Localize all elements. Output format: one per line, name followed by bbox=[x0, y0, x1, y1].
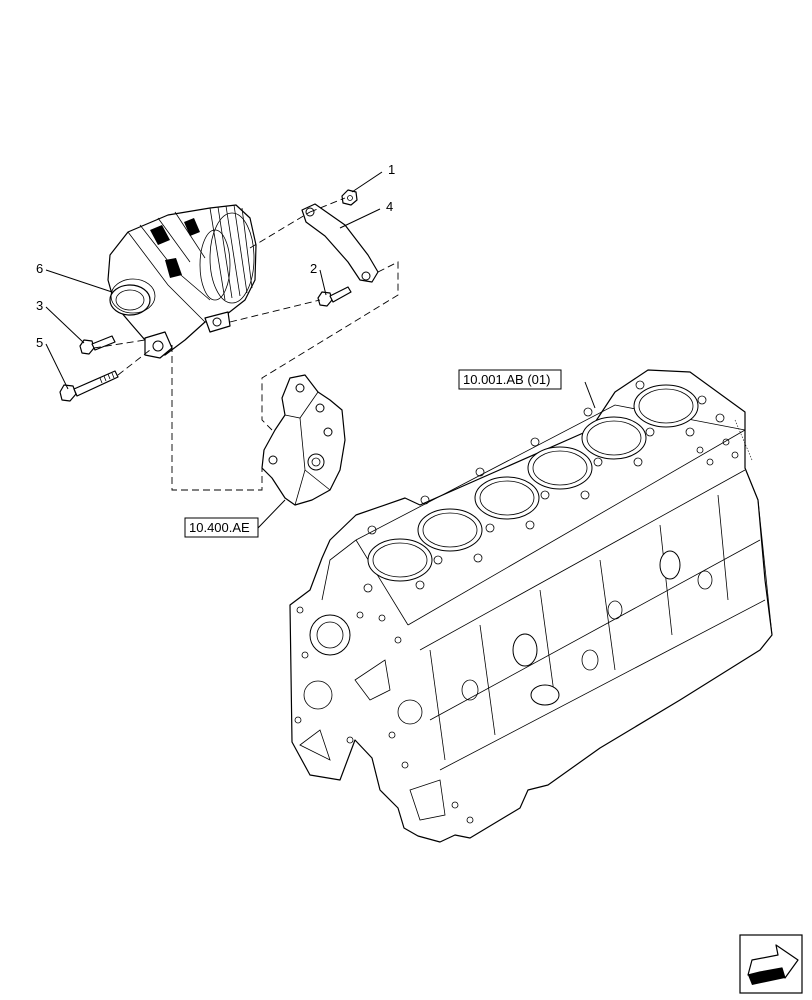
callout-4: 4 bbox=[386, 199, 393, 214]
bolt-medium bbox=[79, 335, 116, 355]
callout-3: 3 bbox=[36, 298, 43, 313]
reference-bracket-label: 10.400.AE bbox=[189, 520, 250, 535]
callout-6: 6 bbox=[36, 261, 43, 276]
adjusting-strap bbox=[301, 203, 379, 283]
callout-leaders bbox=[45, 171, 596, 529]
reference-block[interactable]: 10.001.AB (01) bbox=[458, 369, 562, 390]
reference-bracket[interactable]: 10.400.AE bbox=[184, 517, 259, 538]
nut bbox=[341, 189, 358, 206]
assembly-lines bbox=[93, 197, 399, 491]
arrow-pointer-icon[interactable] bbox=[739, 934, 803, 994]
bolt-long bbox=[59, 370, 119, 402]
alternator bbox=[107, 204, 257, 359]
mounting-bracket bbox=[261, 374, 346, 506]
callout-2: 2 bbox=[310, 261, 317, 276]
engine-block bbox=[289, 369, 773, 843]
reference-block-label: 10.001.AB (01) bbox=[463, 372, 550, 387]
callout-5: 5 bbox=[36, 335, 43, 350]
bolt-short bbox=[317, 286, 352, 307]
callout-1: 1 bbox=[388, 162, 395, 177]
